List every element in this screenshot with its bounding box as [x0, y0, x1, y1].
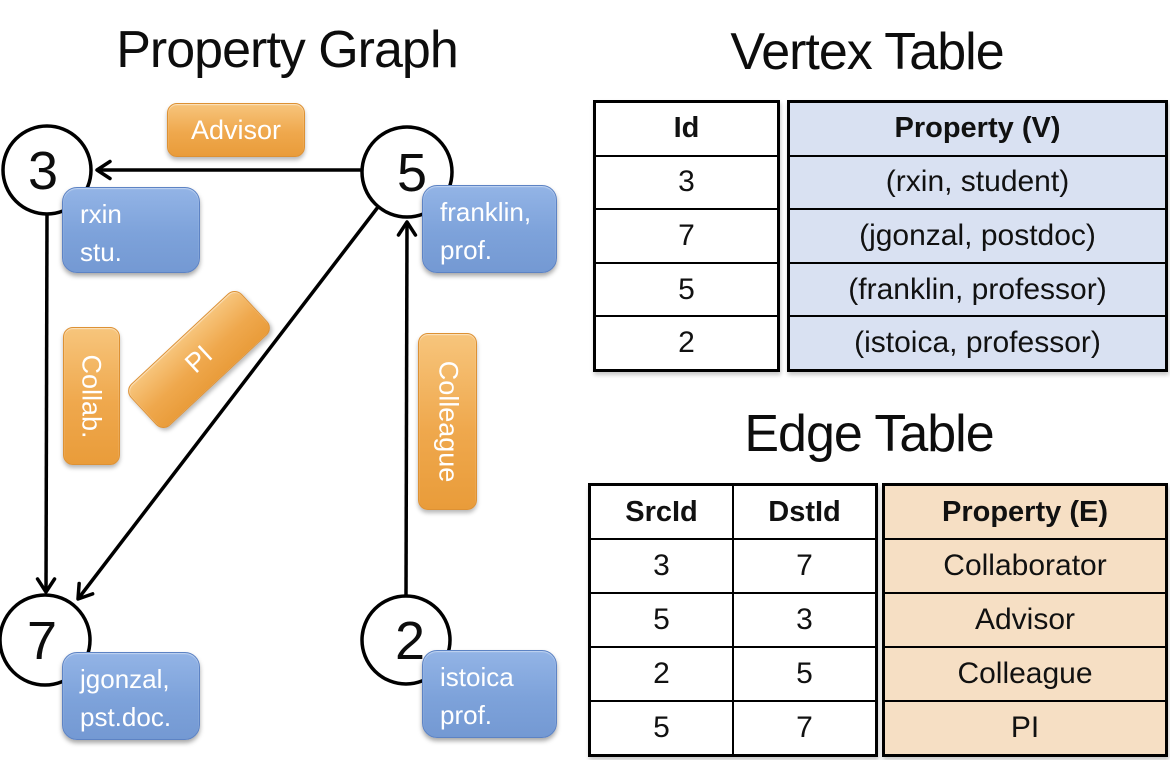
vertex-table-property-cell: (franklin, professor) [790, 261, 1165, 316]
vertex-box-istoica: istoica prof. [422, 650, 557, 738]
vertex-box-franklin-line2: prof. [440, 234, 493, 265]
edge-collab-3-to-7 [35, 212, 57, 594]
edge-table-dst-cell: 3 [732, 594, 875, 646]
edge-table-dst-cell: 5 [732, 648, 875, 700]
node-id-5: 5 [397, 143, 427, 203]
edge-table-dst-cell: 7 [732, 540, 875, 592]
edge-table-src-cell: 3 [653, 549, 670, 582]
vertex-table-id-cell: 5 [596, 261, 777, 316]
vertex-table-id-column: Id 3 7 5 2 [593, 100, 780, 372]
vertex-table-property-cell: (rxin, student) [790, 154, 1165, 209]
edge-label-collab: Collab. [63, 327, 120, 465]
vertex-table-id-header: Id [673, 112, 700, 145]
edge-table-src-cell: 5 [653, 603, 670, 636]
edge-pi-5-to-7 [76, 205, 380, 601]
vertex-box-jgonzal: jgonzal, pst.doc. [62, 652, 200, 740]
vertex-table-property-header: Property (V) [790, 103, 1165, 155]
vertex-box-franklin-line1: franklin, [440, 197, 532, 227]
property-graph-canvas: 3 5 7 2 [0, 124, 454, 687]
edge-table-dst-cell: 7 [732, 702, 875, 754]
edge-table-srcid-header: SrcId [625, 495, 698, 528]
node-id-3: 3 [28, 141, 58, 201]
vertex-table-id-cell: 7 [596, 208, 777, 262]
edge-label-colleague-text: Colleague [433, 360, 463, 483]
edge-label-advisor: Advisor [167, 103, 305, 157]
vertex-table-title: Vertex Table [730, 23, 1004, 81]
edge-colleague-2-to-5 [396, 220, 418, 596]
vertex-box-istoica-line2: prof. [440, 699, 493, 730]
edge-table-property-cell: Colleague [885, 646, 1165, 700]
edge-table-src-cell: 5 [653, 711, 670, 744]
edge-table-dstid-header: DstId [732, 486, 875, 538]
vertex-table-id-cell: 3 [596, 154, 777, 209]
property-graph-title: Property Graph [116, 21, 458, 79]
edge-label-collab-text: Collab. [77, 353, 108, 439]
vertex-box-jgonzal-line1: jgonzal, [80, 664, 170, 694]
vertex-table-property-cell: (istoica, professor) [790, 315, 1165, 369]
edge-label-pi-text: PI [179, 339, 219, 379]
edge-table-header-row: SrcId DstId [591, 486, 875, 538]
vertex-box-rxin: rxin stu. [62, 187, 200, 273]
vertex-table-property-cell: (jgonzal, postdoc) [790, 208, 1165, 262]
vertex-box-jgonzal-line2: pst.doc. [80, 701, 172, 732]
edge-table-property-cell: Collaborator [885, 538, 1165, 592]
edge-table-id-columns: SrcId DstId 3 7 5 3 2 5 5 7 [588, 483, 878, 757]
edge-table-property-cell: PI [885, 700, 1165, 754]
edge-table-row: 5 7 [591, 700, 875, 754]
node-id-7: 7 [27, 611, 57, 671]
vertex-table-property-column: Property (V) (rxin, student) (jgonzal, p… [787, 100, 1168, 372]
vertex-box-istoica-line1: istoica [440, 662, 514, 692]
vertex-box-rxin-line2: stu. [80, 236, 122, 267]
vertex-box-rxin-line1: rxin [80, 199, 122, 229]
edge-table-row: 2 5 [591, 646, 875, 700]
edge-table-src-cell: 2 [653, 657, 670, 690]
vertex-table-id-cell: 2 [596, 315, 777, 369]
edge-label-colleague: Colleague [418, 333, 477, 510]
vertex-box-franklin: franklin, prof. [422, 185, 557, 273]
edge-table-property-header: Property (E) [885, 486, 1165, 538]
edge-table-property-column: Property (E) Collaborator Advisor Collea… [882, 483, 1168, 757]
node-id-2: 2 [395, 611, 425, 671]
edge-table-title: Edge Table [744, 405, 994, 463]
edge-label-advisor-text: Advisor [190, 114, 282, 145]
edge-table-row: 5 3 [591, 592, 875, 646]
edge-table-row: 3 7 [591, 538, 875, 592]
edge-table-property-cell: Advisor [885, 592, 1165, 646]
